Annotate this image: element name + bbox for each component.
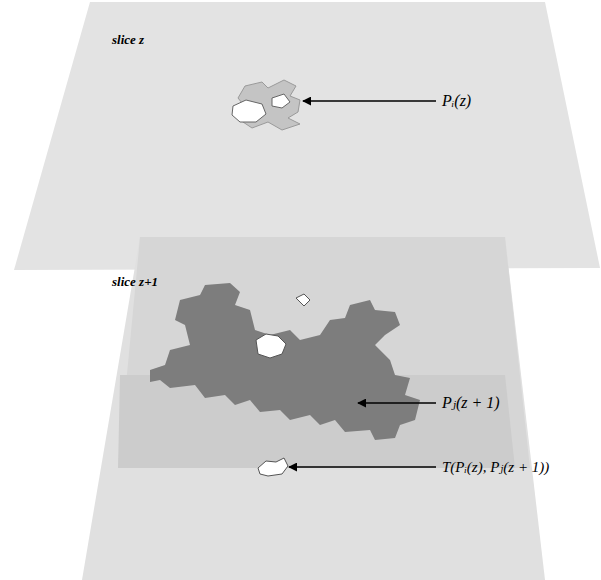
region-label: T(Pᵢ(z), Pⱼ(z + 1)) — [442, 459, 549, 476]
leader-arrow — [358, 402, 436, 403]
slice-plane — [14, 2, 600, 270]
slice-plane — [82, 237, 545, 580]
leader-arrow — [289, 466, 436, 467]
region-t — [258, 458, 288, 476]
slice-name: slice z+1 — [112, 275, 158, 289]
region-pj — [150, 283, 420, 440]
white-blob — [296, 294, 310, 306]
slice-name: slice z — [112, 33, 144, 47]
slice-overlap — [118, 237, 530, 468]
region-label: Pᵢ(z) — [442, 92, 471, 110]
white-blob — [272, 94, 290, 108]
leader-arrow — [303, 100, 436, 101]
region-label: Pⱼ(z + 1) — [442, 394, 500, 412]
white-blob — [232, 100, 266, 122]
white-blob — [256, 334, 286, 358]
